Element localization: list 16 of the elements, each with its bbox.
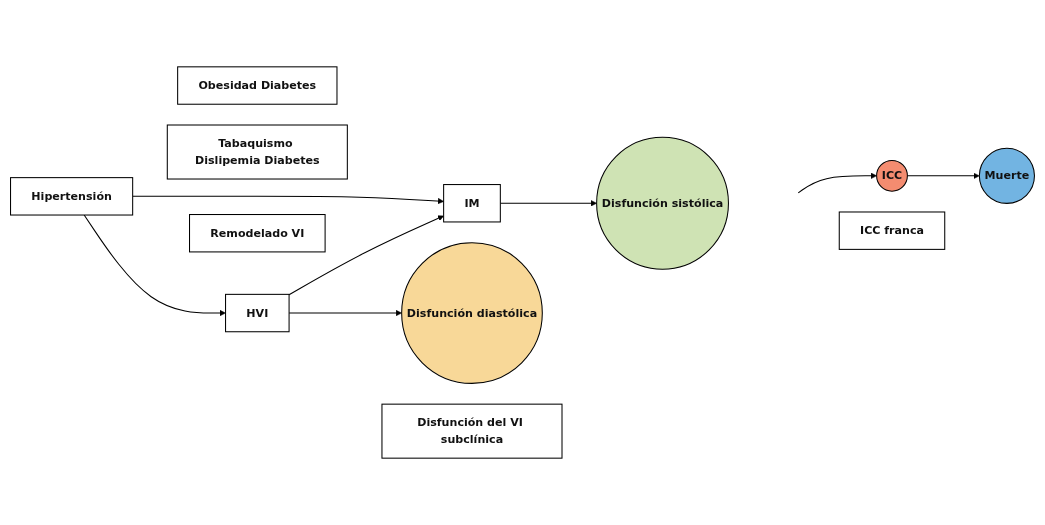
node-box: Tabaquismo Dislipemia Diabetes bbox=[166, 124, 348, 180]
arrow bbox=[83, 214, 226, 317]
node-circle: Disfunción sistólica bbox=[596, 136, 729, 270]
arrow bbox=[288, 215, 444, 296]
node-box: Remodelado VI bbox=[189, 214, 326, 253]
node-circle: ICC bbox=[876, 159, 908, 192]
node-box: Obesidad Diabetes bbox=[177, 66, 338, 105]
node-box: IM bbox=[443, 184, 501, 223]
arrow bbox=[132, 195, 444, 205]
arrow bbox=[797, 172, 877, 194]
node-circle: Disfunción diastólica bbox=[401, 242, 543, 384]
node-box: Hipertensión bbox=[10, 177, 134, 216]
node-box: ICC franca bbox=[838, 211, 946, 250]
node-box: HVI bbox=[225, 293, 290, 333]
node-box: Disfunción del VI subclínica bbox=[381, 403, 563, 459]
node-circle: Muerte bbox=[978, 147, 1035, 204]
